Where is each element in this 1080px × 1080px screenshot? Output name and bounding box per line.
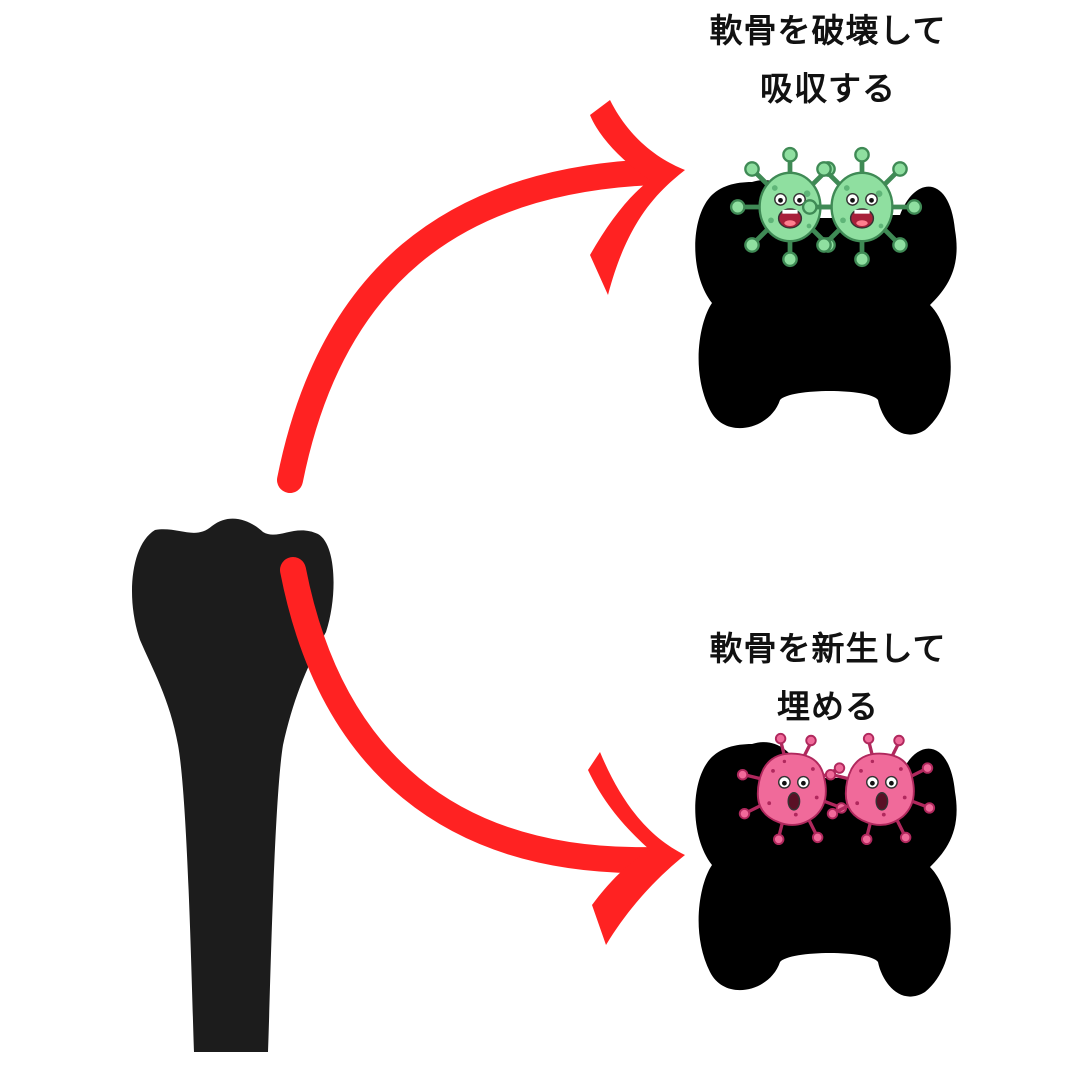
- destroy-label: 軟骨を破壊して 吸収する: [678, 2, 978, 118]
- destroy-label-line1: 軟骨を破壊して: [709, 11, 947, 50]
- bone-end-icon: [695, 742, 957, 997]
- regenerate-label-line1: 軟骨を新生して: [709, 629, 947, 668]
- destroy-label-line2: 吸収する: [760, 69, 896, 108]
- bone-icon: [132, 518, 334, 1052]
- arrow-icon: [277, 100, 685, 493]
- regenerate-label: 軟骨を新生して 埋める: [678, 620, 978, 736]
- arrow-icon: [280, 557, 685, 945]
- bone-end-icon: [695, 180, 957, 435]
- regenerate-label-line2: 埋める: [777, 687, 879, 726]
- virus-icon: [803, 148, 921, 266]
